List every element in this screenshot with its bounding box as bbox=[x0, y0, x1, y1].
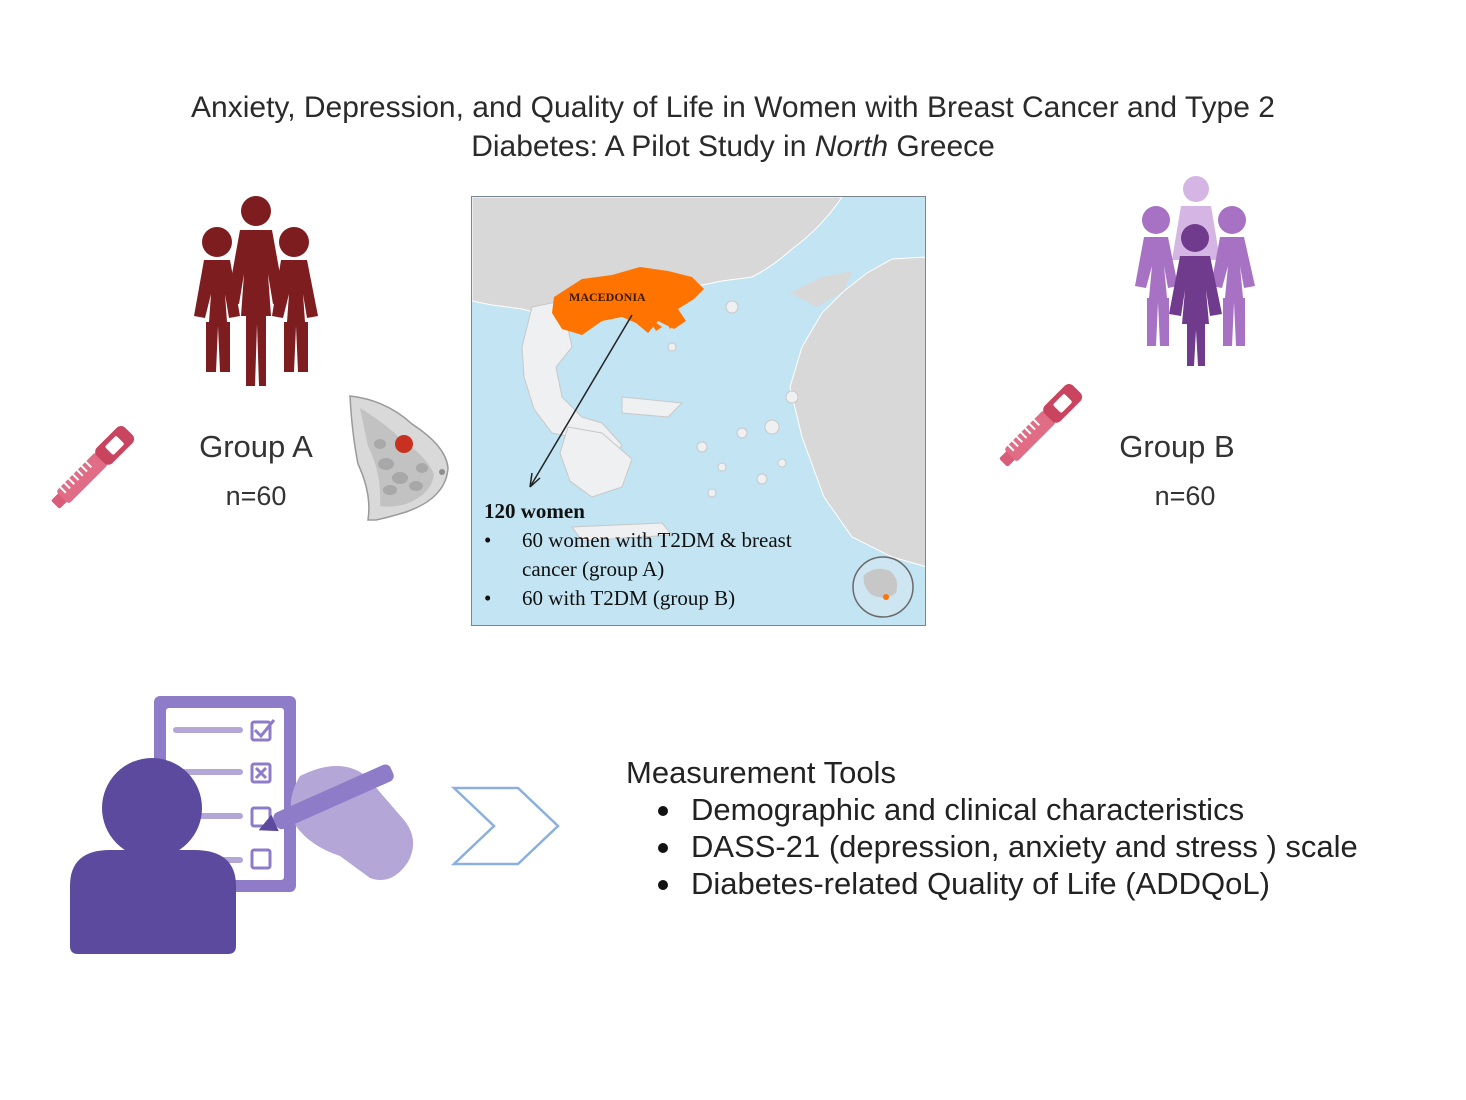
group-b-count: n=60 bbox=[1154, 481, 1216, 511]
caption-item: 60 with T2DM (group B) bbox=[484, 584, 814, 613]
women-group-a-icon bbox=[194, 196, 318, 386]
map-north-greece: MACEDONIA 120 women 60 women with T2DM &… bbox=[471, 196, 926, 626]
chevron-arrow-icon bbox=[450, 786, 560, 866]
measurement-tools-title: Measurement Tools bbox=[626, 755, 896, 790]
title-line-2: Diabetes: A Pilot Study in North Greece bbox=[471, 130, 995, 163]
breast-tumor-icon bbox=[349, 395, 449, 521]
measurement-tools-list: Demographic and clinical characteristics… bbox=[626, 791, 1426, 902]
measurement-tool-item: Demographic and clinical characteristics bbox=[626, 791, 1426, 828]
insulin-pen-icon bbox=[51, 425, 135, 509]
diagram-title: Anxiety, Depression, and Quality of Life… bbox=[100, 88, 1366, 166]
questionnaire-icon bbox=[70, 696, 414, 954]
map-caption: 120 women 60 women with T2DM & breast ca… bbox=[484, 497, 814, 613]
caption-list: 60 women with T2DM & breast cancer (grou… bbox=[484, 526, 814, 613]
measurement-tools: Measurement Tools Demographic and clinic… bbox=[626, 754, 1426, 902]
group-b-label: Group B bbox=[1119, 429, 1235, 464]
caption-title: 120 women bbox=[484, 499, 585, 523]
insulin-pen-icon bbox=[999, 383, 1083, 467]
measurement-tool-item: Diabetes-related Quality of Life (ADDQoL… bbox=[626, 865, 1426, 902]
group-a-count: n=60 bbox=[225, 481, 287, 511]
women-group-b-icon bbox=[1135, 176, 1255, 366]
region-label-macedonia: MACEDONIA bbox=[569, 290, 646, 304]
group-a-label: Group A bbox=[199, 429, 313, 464]
title-line-1: Anxiety, Depression, and Quality of Life… bbox=[191, 91, 1275, 124]
measurement-tool-item: DASS-21 (depression, anxiety and stress … bbox=[626, 828, 1426, 865]
caption-item: 60 women with T2DM & breast cancer (grou… bbox=[484, 526, 814, 584]
